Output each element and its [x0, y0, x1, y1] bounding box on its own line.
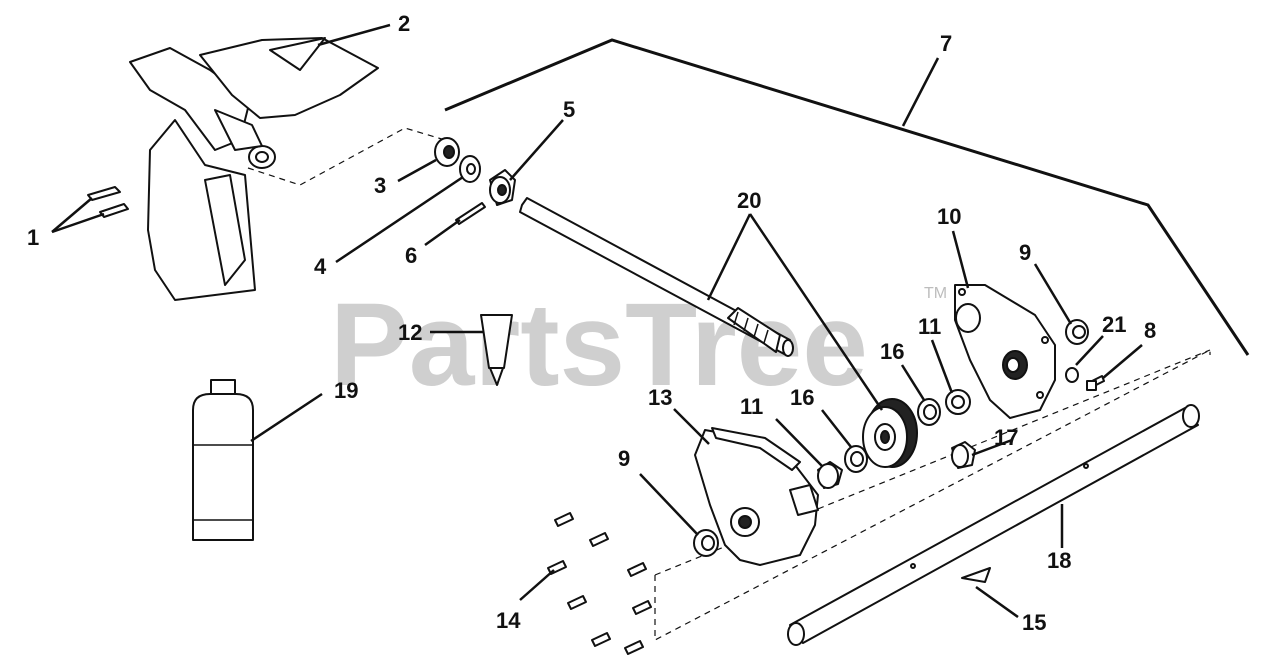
worm-shaft-part — [519, 197, 794, 357]
auger-axle-part — [787, 404, 1200, 646]
callout-6: 6 — [405, 243, 417, 268]
callout-9: 9 — [618, 446, 630, 471]
leader-9 — [1033, 263, 1073, 325]
leader-8 — [1102, 344, 1143, 379]
leader-20 — [706, 213, 752, 301]
callout-12: 12 — [398, 320, 422, 345]
leader-17 — [971, 438, 1013, 457]
collar-part — [489, 169, 516, 206]
callout-13: 13 — [648, 385, 672, 410]
callout-21: 21 — [1102, 312, 1126, 337]
callout-4: 4 — [314, 254, 327, 279]
callout-16: 16 — [880, 339, 904, 364]
leader-21 — [1075, 335, 1104, 366]
leader-11 — [930, 339, 954, 394]
callout-19: 19 — [334, 378, 358, 403]
leader-1 — [51, 212, 105, 234]
leader-16 — [821, 409, 852, 448]
leader-10 — [951, 230, 970, 289]
woodruff-key-part — [961, 567, 991, 583]
bushing-part — [945, 389, 971, 415]
leader-20 — [748, 213, 884, 411]
thrust-washer-part — [844, 445, 868, 473]
callout-18: 18 — [1047, 548, 1071, 573]
callout-14: 14 — [496, 608, 521, 633]
callout-7: 7 — [940, 31, 952, 56]
callout-20: 20 — [737, 188, 761, 213]
leader-19 — [250, 392, 323, 443]
leader-2 — [317, 23, 391, 47]
callout-10: 10 — [937, 204, 961, 229]
leader-14 — [519, 569, 555, 601]
oil-bottle-part — [192, 379, 254, 541]
callout-3: 3 — [374, 173, 386, 198]
leader-9 — [639, 473, 699, 536]
callout-16: 16 — [790, 385, 814, 410]
seal-part — [693, 529, 719, 557]
leader-3 — [397, 158, 437, 183]
callout-1: 1 — [27, 225, 39, 250]
leader-4 — [335, 175, 464, 264]
gear-housing-left-part — [694, 427, 819, 566]
leader-7 — [901, 57, 940, 127]
watermark-trademark: TM — [924, 285, 947, 302]
callout-9: 9 — [1019, 240, 1031, 265]
callout-15: 15 — [1022, 610, 1046, 635]
impeller-part — [129, 37, 379, 301]
leader-11 — [775, 418, 823, 467]
callout-17: 17 — [994, 425, 1018, 450]
bushing-part — [817, 461, 843, 489]
bearing-part — [459, 155, 481, 183]
alignment-line-impeller — [247, 127, 446, 186]
leader-13 — [673, 408, 710, 445]
callout-11: 11 — [740, 394, 763, 419]
leader-5 — [509, 119, 564, 181]
bolts-part — [547, 512, 652, 655]
gear-housing-right-part — [954, 284, 1056, 419]
bushing-part — [951, 441, 976, 469]
shear-pins-part — [87, 186, 129, 218]
small-washer-part — [1065, 367, 1079, 383]
grease-tube-part — [480, 314, 513, 386]
leader-6 — [424, 218, 461, 247]
leader-1 — [51, 197, 93, 233]
leader-16 — [900, 364, 926, 401]
callout-8: 8 — [1144, 318, 1156, 343]
seal-part — [1065, 319, 1089, 345]
thrust-washer-part — [917, 398, 941, 426]
callout-5: 5 — [563, 97, 575, 122]
callout-2: 2 — [398, 11, 410, 36]
assembly-bracket-7 — [444, 38, 1250, 356]
callout-11: 11 — [918, 314, 941, 339]
alignment-line-lower — [654, 349, 1211, 641]
worm-gear-part — [862, 398, 918, 468]
bolt-part — [1086, 375, 1105, 391]
leader-15 — [975, 585, 1019, 619]
washer-part — [434, 137, 460, 167]
